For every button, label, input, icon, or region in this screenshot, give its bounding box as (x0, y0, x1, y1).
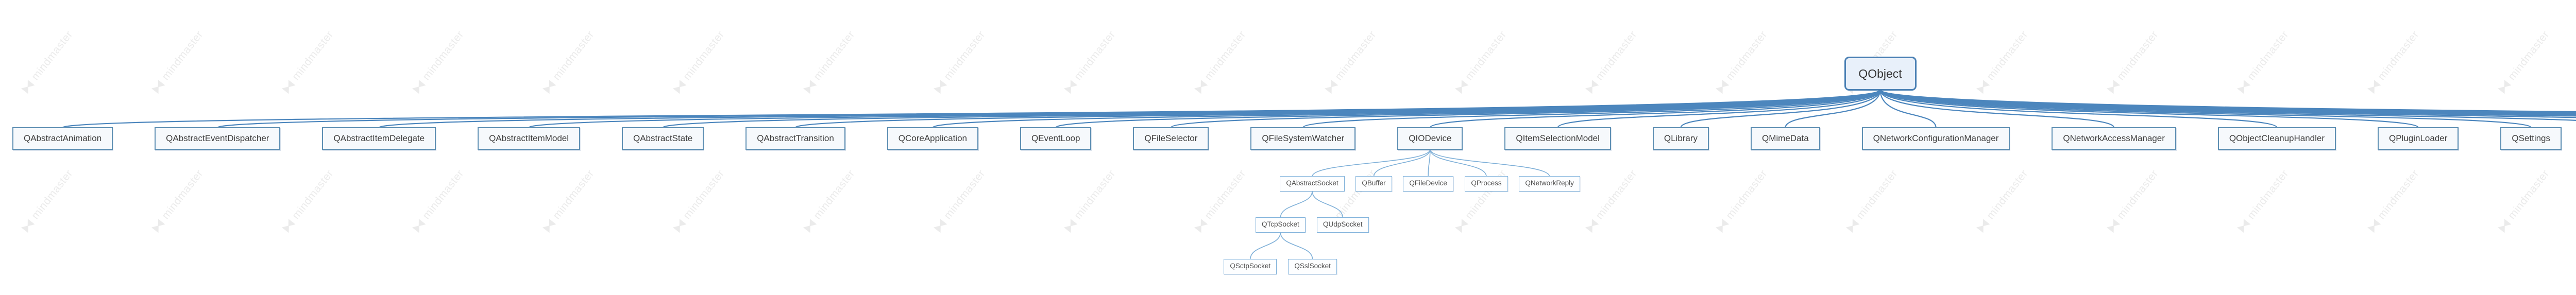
node-qbuffer[interactable]: QBuffer (1355, 176, 1392, 192)
node-label: QFileDevice (1409, 179, 1447, 187)
node-qabstractsocket[interactable]: QAbstractSocket (1280, 176, 1345, 192)
node-qcoreapplication[interactable]: QCoreApplication (887, 127, 978, 150)
node-label: QAbstractItemModel (489, 133, 569, 143)
node-qnetworkconfigurationmanager[interactable]: QNetworkConfigurationManager (1861, 127, 2010, 150)
node-qabstractitemdelegate[interactable]: QAbstractItemDelegate (322, 127, 436, 150)
node-label: QNetworkConfigurationManager (1873, 133, 1999, 143)
node-qfileselector[interactable]: QFileSelector (1133, 127, 1209, 150)
node-label: QIODevice (1409, 133, 1452, 143)
node-label: QFileSelector (1144, 133, 1198, 143)
node-label: QNetworkAccessManager (2063, 133, 2165, 143)
node-qabstractitemmodel[interactable]: QAbstractItemModel (478, 127, 581, 150)
node-qitemselectionmodel[interactable]: QItemSelectionModel (1504, 127, 1611, 150)
node-qsslsocket[interactable]: QSslSocket (1288, 259, 1337, 274)
node-label: QAbstractAnimation (24, 133, 102, 143)
node-label: QObject (1858, 67, 1902, 80)
node-label: QNetworkReply (1525, 179, 1574, 187)
node-qabstractstate[interactable]: QAbstractState (621, 127, 704, 150)
node-label: QTcpSocket (1261, 220, 1299, 228)
node-qprocess[interactable]: QProcess (1465, 176, 1508, 192)
node-qudpsocket[interactable]: QUdpSocket (1316, 217, 1369, 233)
node-label: QProcess (1471, 179, 1502, 187)
node-label: QAbstractSocket (1286, 179, 1338, 187)
node-label: QUdpSocket (1323, 220, 1363, 228)
node-qsettings[interactable]: QSettings (2500, 127, 2562, 150)
node-qmimedata[interactable]: QMimeData (1751, 127, 1820, 150)
node-qnetworkreply[interactable]: QNetworkReply (1519, 176, 1580, 192)
node-label: QAbstractTransition (757, 133, 834, 143)
node-label: QSettings (2512, 133, 2551, 143)
node-qsctpsocket[interactable]: QSctpSocket (1224, 259, 1277, 274)
node-label: QObjectCleanupHandler (2229, 133, 2325, 143)
node-label: QFileSystemWatcher (1262, 133, 1345, 143)
node-qabstracttransition[interactable]: QAbstractTransition (745, 127, 845, 150)
node-qtcpsocket[interactable]: QTcpSocket (1255, 217, 1306, 233)
node-label: QCoreApplication (898, 133, 967, 143)
node-qiodevice[interactable]: QIODevice (1397, 127, 1463, 150)
node-label: QSctpSocket (1230, 262, 1271, 270)
node-label: QAbstractEventDispatcher (166, 133, 269, 143)
node-label: QLibrary (1664, 133, 1698, 143)
node-label: QAbstractState (633, 133, 693, 143)
node-qlibrary[interactable]: QLibrary (1652, 127, 1709, 150)
node-label: QBuffer (1362, 179, 1386, 187)
node-label: QEventLoop (1031, 133, 1080, 143)
node-qfiledevice[interactable]: QFileDevice (1403, 176, 1453, 192)
node-label: QMimeData (1762, 133, 1809, 143)
node-label: QItemSelectionModel (1516, 133, 1600, 143)
node-qnetworkaccessmanager[interactable]: QNetworkAccessManager (2052, 127, 2176, 150)
node-label: QAbstractItemDelegate (333, 133, 425, 143)
node-label: QSslSocket (1294, 262, 1331, 270)
node-label: QPluginLoader (2388, 133, 2448, 143)
